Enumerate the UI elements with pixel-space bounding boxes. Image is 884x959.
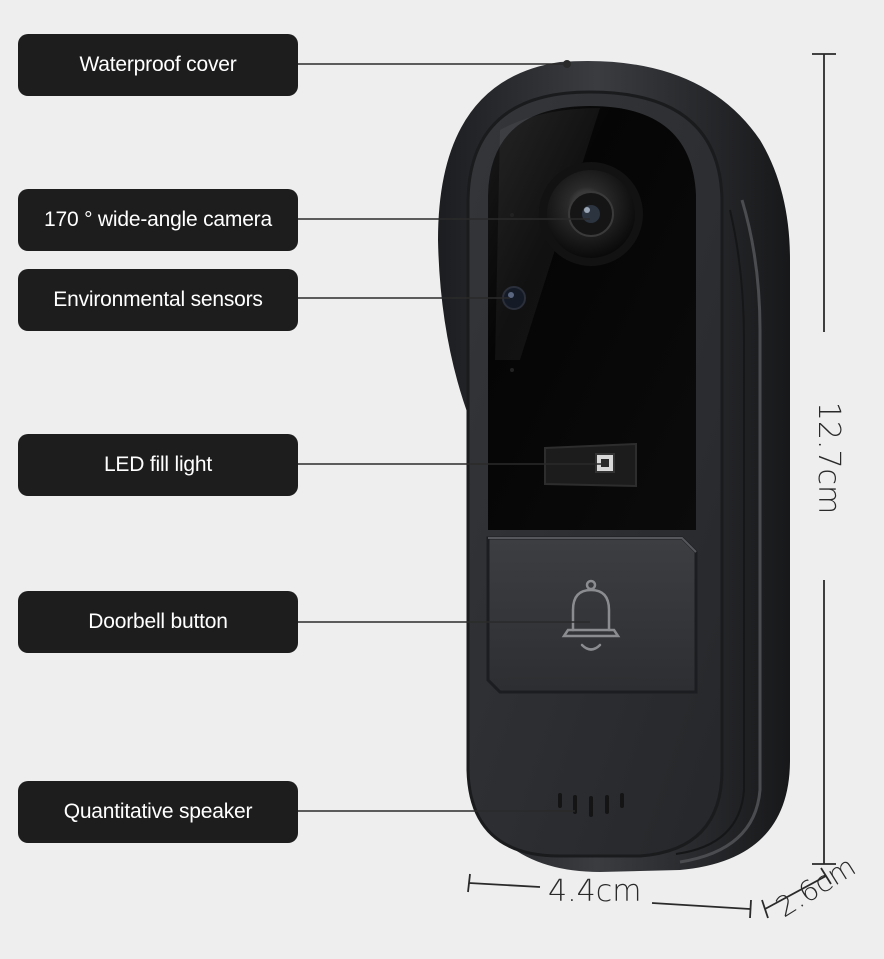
callout-environmental-sensors: Environmental sensors	[18, 269, 298, 331]
callout-doorbell-button: Doorbell button	[18, 591, 298, 653]
width-dimension-line	[467, 873, 752, 919]
camera-lens	[539, 162, 643, 266]
callout-waterproof-cover: Waterproof cover	[18, 34, 298, 96]
speaker-grille-icon	[558, 793, 624, 817]
doorbell-button-panel	[486, 536, 698, 694]
led-fill-light	[544, 442, 637, 488]
callout-camera: 170 ° wide-angle camera	[18, 189, 298, 251]
width-dimension-label: 4.4cm	[548, 874, 642, 909]
callout-quantitative-speaker: Quantitative speaker	[18, 781, 298, 843]
bell-icon	[561, 579, 621, 651]
callout-led-fill-light: LED fill light	[18, 434, 298, 496]
callout-lines	[298, 60, 605, 812]
depth-dimension-line	[761, 867, 832, 919]
height-dimension-line	[812, 53, 836, 865]
height-dimension-label: 12.7cm	[811, 401, 846, 515]
environmental-sensor	[502, 213, 526, 372]
